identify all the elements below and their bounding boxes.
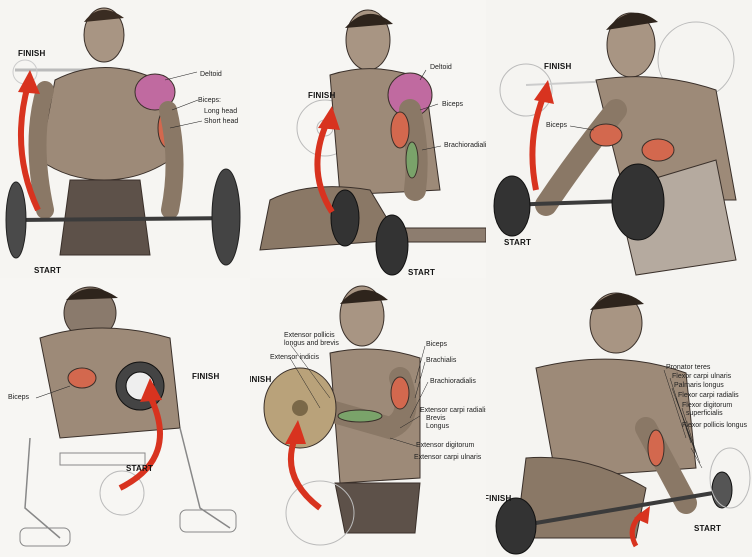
standing-curl-illustration	[0, 0, 250, 278]
finish-label: FINISH	[192, 372, 220, 381]
flexor-pollicis-longus-label: Flexor pollicis longus	[682, 422, 747, 429]
reverse-curl-illustration	[250, 278, 486, 557]
finish-label: FINISH	[486, 494, 512, 503]
finish-label: FINISH	[250, 375, 272, 384]
deltoid-label: Deltoid	[200, 71, 222, 78]
finish-label: FINISH	[308, 91, 336, 100]
flexor-carpi-ulnaris-label: Flexor carpi ulnaris	[672, 373, 732, 380]
panel-seated-dumbbell-curl: FINISH START Deltoid Biceps Brachioradia…	[250, 0, 486, 278]
brevis-label: Brevis	[426, 415, 446, 422]
start-label: START	[408, 268, 436, 277]
short-head-label: Short head	[204, 118, 239, 125]
finish-label: FINISH	[18, 49, 46, 58]
biceps-label: Biceps	[8, 394, 30, 401]
seated-curl-illustration	[250, 0, 486, 278]
palmaris-longus-label: Palmaris longus	[674, 382, 724, 389]
long-head-label: Long head	[204, 108, 238, 115]
panel-concentration-curl: FINISH START Biceps	[0, 278, 250, 557]
biceps-label: Biceps	[442, 101, 464, 108]
brachioradialis-label: Brachioradialis	[444, 142, 486, 149]
finish-label: FINISH	[544, 62, 572, 71]
extensor-carpi-radialis-label: Extensor carpi radialis:	[420, 407, 486, 414]
panel-preacher-curl: FINISH START Biceps	[486, 0, 752, 278]
flexor-digitorum-label: Flexor digitorum	[682, 402, 733, 409]
extensor-carpi-ulnaris-label: Extensor carpi ulnaris	[414, 454, 482, 461]
extensor-digitorum-label: Extensor digitorum	[416, 442, 475, 449]
panel-reverse-curl: FINISH Extensor pollicis longus and brev…	[250, 278, 486, 557]
longus-label: Longus	[426, 423, 449, 430]
panel-standing-barbell-curl: FINISH START Deltoid Biceps: Long head S…	[0, 0, 250, 278]
concentration-curl-illustration	[0, 278, 250, 557]
biceps-label: Biceps	[546, 122, 568, 129]
panel-wrist-curl: FINISH START Pronator teres Flexor carpi…	[486, 278, 752, 557]
brachioradialis-label: Brachioradialis	[430, 378, 476, 385]
extensor-indicis-label: Extensor indicis	[270, 354, 320, 361]
start-label: START	[504, 238, 532, 247]
start-label: START	[126, 464, 154, 473]
start-label: START	[34, 266, 62, 275]
brachialis-label: Brachialis	[426, 357, 457, 364]
biceps-label: Biceps	[426, 341, 448, 348]
extensor-pollicis-label-2: longus and brevis	[284, 340, 339, 347]
deltoid-label: Deltoid	[430, 64, 452, 71]
flexor-carpi-radialis-label: Flexor carpi radialis	[678, 392, 739, 399]
start-label: START	[694, 524, 722, 533]
flexor-digitorum-label-2: superficialis	[686, 410, 723, 417]
pronator-teres-label: Pronator teres	[666, 364, 711, 371]
biceps-label: Biceps:	[198, 97, 221, 104]
wrist-curl-illustration	[486, 278, 752, 557]
preacher-curl-illustration	[486, 0, 752, 278]
extensor-pollicis-label: Extensor pollicis	[284, 332, 335, 339]
